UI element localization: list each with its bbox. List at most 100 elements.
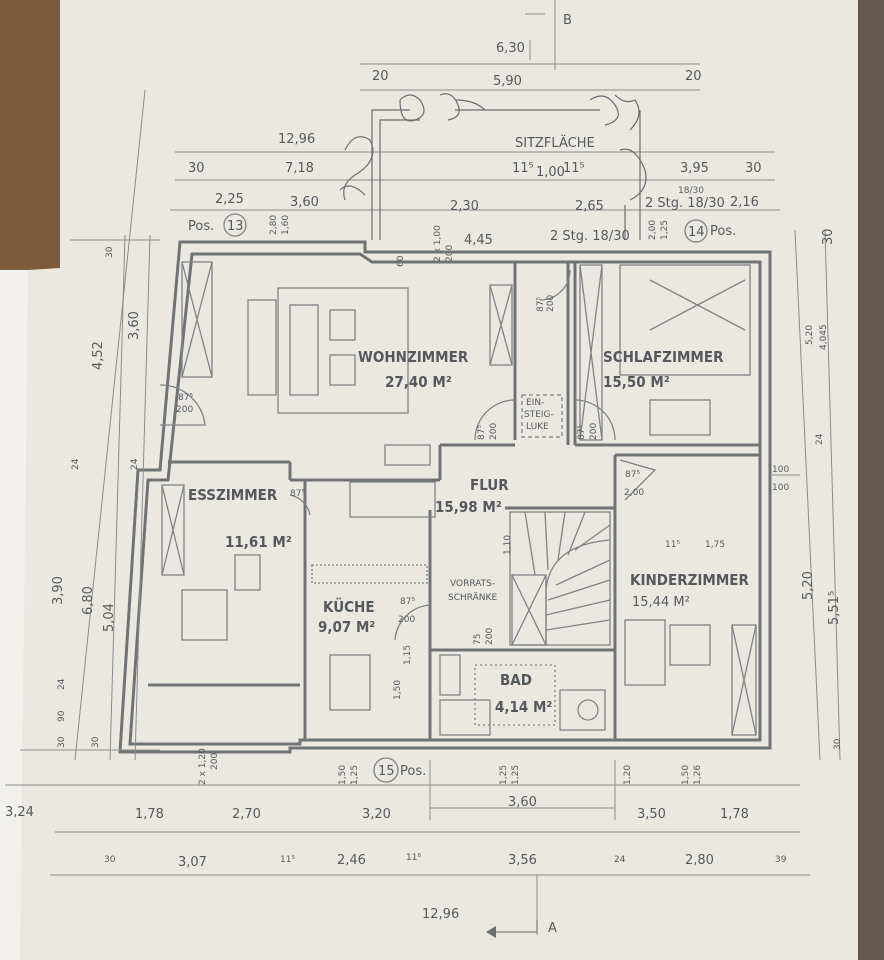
dimension-label: 200 (546, 295, 556, 312)
left-dimensions: 30 4,52 3,60 24 24 3,90 6,80 5,04 24 90 … (51, 246, 142, 748)
dimension-label: 2,70 (232, 807, 261, 822)
dimension-label: 13 (227, 219, 244, 234)
furniture (181, 264, 751, 736)
top-dimension-lines (170, 0, 780, 211)
dimension-label: 24 (130, 458, 140, 470)
room-wohnzimmer: WOHNZIMMER 27,40 M² (358, 348, 469, 391)
dimension-label: 20 (372, 69, 389, 84)
dimension-label: 2,80 (269, 215, 279, 235)
section-marker-a: A (548, 921, 557, 936)
dimension-label: 1,75 (705, 540, 725, 550)
dimension-label: 5,20 (801, 571, 816, 600)
dimension-label: 87⁵ (625, 470, 640, 480)
vorratsschraenke-label: VORRATS- SCHRÄNKE (448, 579, 497, 603)
room-esszimmer: ESSZIMMER 11,61 M² (188, 486, 292, 551)
dimension-label: 100 (772, 465, 789, 475)
dimension-label: 3,20 (362, 807, 391, 822)
dimension-label: 11⁵ (512, 161, 534, 176)
dimension-label: 87⁵ (290, 489, 305, 499)
dimension-label: 24 (57, 678, 67, 690)
dimension-label: 24 (815, 433, 825, 445)
dimension-label: 1,25 (660, 220, 670, 240)
dimension-label: 3,60 (508, 795, 537, 810)
dimension-label: 30 (105, 246, 115, 258)
dimension-label: 2,25 (215, 192, 244, 207)
dimension-label: 2 Stg. 18/30 (550, 229, 630, 244)
dimension-label: 2,30 (450, 199, 479, 214)
dimension-label: 87⁵ (400, 597, 415, 607)
dimension-label: 87⁵ (577, 425, 587, 440)
dimension-label: 30 (745, 161, 762, 176)
dimension-label: 1,50 (338, 765, 348, 785)
dimension-label: 4,045 (819, 324, 829, 350)
dimension-label: 39 (775, 855, 787, 865)
dimension-label: SCHRÄNKE (448, 592, 497, 603)
dimension-label: 4,14 M² (495, 698, 552, 716)
dimension-label: 12,96 (278, 132, 315, 147)
dimension-label: 12,96 (422, 907, 459, 922)
door-swings (159, 269, 657, 641)
dimension-label: 6,80 (81, 586, 96, 615)
dimension-label: WOHNZIMMER (358, 348, 469, 366)
dimension-label: 6,30 (496, 41, 525, 56)
dimension-label: 11⁶ (406, 853, 421, 863)
dimension-label: 2 x 1,00 (433, 225, 443, 262)
dimension-label: 3,24 (5, 805, 34, 820)
dimension-label: 1,26 (693, 765, 703, 785)
dimension-label: 4,45 (464, 233, 493, 248)
dimension-label: 1,00 (536, 165, 565, 180)
dimension-label: 7,18 (285, 161, 314, 176)
bottom-dimensions: 3,24 1,78 2,70 3,20 3,60 3,50 1,78 30 3,… (5, 748, 787, 922)
dimension-label: 1,25 (499, 765, 509, 785)
dimension-label: 1,10 (503, 535, 513, 555)
dimension-label: 18/30 (678, 186, 704, 196)
dimension-label: 2 Stg. 18/30 (645, 196, 725, 211)
dimension-label: 24 (71, 458, 81, 470)
dimension-label: 2,16 (730, 195, 759, 210)
dimension-label: 87⁵ (536, 297, 546, 312)
bottom-dimension-lines (5, 760, 810, 938)
paper-sheet (20, 0, 884, 960)
dimension-label: 1,25 (511, 765, 521, 785)
stairs-note-top: 2 Stg. 18/30 2 Stg. 18/30 (550, 196, 725, 244)
dimension-label: 15,98 M² (435, 498, 502, 516)
dimension-label: 5,20 (805, 325, 815, 345)
dimension-label: 30 (821, 228, 836, 245)
room-flur: FLUR 15,98 M² (435, 476, 509, 516)
dimension-label: 1,15 (403, 645, 413, 665)
dimension-label: Pos. (188, 219, 214, 234)
left-dimension-lines (20, 89, 160, 761)
windows (161, 261, 757, 736)
dimension-label: 1,25 (350, 765, 360, 785)
right-dimensions: 30 5,20 4,045 24 100 100 5,20 5,51⁵ 30 (772, 228, 843, 750)
dimension-label: 2,00 (624, 488, 644, 498)
dimension-label: 200 (398, 615, 415, 625)
dimension-label: ESSZIMMER (188, 486, 278, 504)
dimension-label: 200 (589, 423, 599, 440)
dimension-label: 200 (210, 753, 220, 770)
building-walls (118, 240, 772, 754)
dimension-label: 20 (685, 69, 702, 84)
dimension-label: 2,65 (575, 199, 604, 214)
dimension-label: 5,90 (493, 74, 522, 89)
dimension-label: 30 (57, 736, 67, 748)
dimension-label: 15 (378, 764, 395, 779)
dimension-label: LUKE (526, 422, 549, 432)
right-dimension-lines (770, 229, 841, 761)
dimension-label: 5,51⁵ (827, 591, 842, 625)
dimension-label: VORRATS- (450, 579, 495, 589)
pos-marker-15: 15 Pos. (373, 757, 426, 783)
dimension-label: 27,40 M² (385, 373, 452, 391)
dimension-label: 3,56 (508, 853, 537, 868)
dimension-label: 5,04 (102, 603, 117, 632)
paper-edge-shadow (858, 0, 884, 960)
dimension-label: 11⁵ (665, 540, 680, 550)
dimension-label: 3,07 (178, 855, 207, 870)
dimension-label: 1,78 (720, 807, 749, 822)
dimension-label: 9,07 M² (318, 618, 375, 636)
dimension-label: 15,44 M² (632, 595, 690, 610)
room-kinderzimmer: KINDERZIMMER 15,44 M² (630, 571, 749, 610)
dimension-label: 1,60 (281, 215, 291, 235)
dimension-label: 2,00 (648, 220, 658, 240)
